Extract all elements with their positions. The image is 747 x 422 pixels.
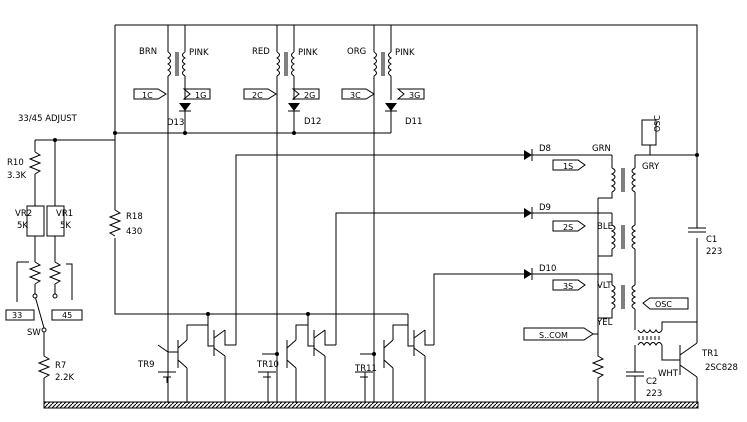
tag-33: 33 [12, 311, 22, 320]
diode-d11 [385, 103, 397, 111]
label-brn: BRN [139, 47, 157, 57]
label-vr2: VR2 [15, 209, 32, 219]
stage-tr9 [157, 314, 236, 403]
label-gry: GRY [642, 162, 660, 172]
label-adjust: 33/45 ADJUST [18, 114, 78, 124]
hold-coil-group-2: RED PINK 2C 2G D12 [243, 25, 321, 403]
label-pink-1: PINK [189, 48, 209, 58]
label-d12: D12 [304, 117, 321, 127]
diode-d10 [524, 268, 612, 280]
label-org: ORG [347, 47, 366, 57]
tag-3s: 3S [563, 282, 573, 291]
label-ble: BLE [597, 222, 613, 232]
signal-lines [235, 154, 524, 345]
supply-rail [114, 24, 698, 315]
label-r10-value: 3.3K [7, 171, 27, 181]
resistor-r18 [108, 209, 122, 237]
label-d9: D9 [539, 203, 551, 213]
diode-d12 [288, 103, 300, 111]
label-tr1-value: 2SC828 [705, 363, 738, 373]
tag-45: 45 [62, 311, 72, 320]
ground-bus [43, 401, 699, 409]
label-yel: YEL [596, 318, 613, 328]
stage-tr11 [355, 314, 434, 403]
tag-2c: 2C [252, 91, 263, 100]
label-c2-value: 223 [646, 389, 662, 399]
label-tr1: TR1 [701, 349, 719, 359]
diode-d9 [524, 207, 612, 219]
label-tr11: TR11 [354, 364, 377, 374]
label-r18-value: 430 [126, 227, 142, 237]
label-pink-2: PINK [298, 48, 318, 58]
tag-1c: 1C [142, 91, 153, 100]
label-r7: R7 [55, 361, 66, 371]
tag-1s: 1S [563, 162, 573, 171]
label-r18: R18 [126, 212, 143, 222]
tag-2g: 2G [304, 91, 315, 100]
label-c1-value: 223 [706, 247, 722, 257]
label-sw: SW [27, 328, 41, 338]
pickup-coils [597, 119, 697, 319]
label-c2: C2 [646, 377, 657, 387]
tag-2s: 2S [563, 223, 573, 232]
label-tr10: TR10 [256, 360, 279, 370]
tag-1g: 1G [195, 91, 206, 100]
label-d10: D10 [539, 264, 556, 274]
label-d11: D11 [405, 117, 422, 127]
label-wht: WHT [658, 369, 679, 379]
tag-3c: 3C [350, 91, 361, 100]
oscillator [626, 227, 706, 403]
label-pink-3: PINK [395, 48, 415, 58]
diode-d13 [179, 103, 191, 111]
label-vlt: VLT [597, 281, 612, 291]
label-vr1-value: 5K [60, 221, 71, 231]
diode-d8 [524, 149, 612, 161]
label-r10: R10 [7, 158, 24, 168]
label-red: RED [252, 47, 270, 57]
tag-osc-vertical: OSC [653, 115, 662, 132]
label-vr2-value: 5K [17, 221, 28, 231]
tag-3g: 3G [409, 91, 420, 100]
stage-tr10 [258, 314, 336, 403]
tag-osc: OSC [655, 300, 672, 309]
label-grn: GRN [592, 144, 611, 154]
label-c1: C1 [706, 235, 717, 245]
label-vr1: VR1 [56, 209, 73, 219]
label-d13: D13 [167, 118, 184, 128]
label-tr9: TR9 [137, 360, 155, 370]
label-r7-value: 2.2K [55, 373, 75, 383]
hold-coil-group-1: BRN PINK 1C 1G D13 [133, 25, 211, 403]
hold-coil-group-3: ORG PINK 3C 3G D11 [341, 25, 425, 403]
label-d8: D8 [539, 144, 551, 154]
tag-scom: S..COM [539, 331, 568, 340]
adjust-network [5, 138, 115, 403]
